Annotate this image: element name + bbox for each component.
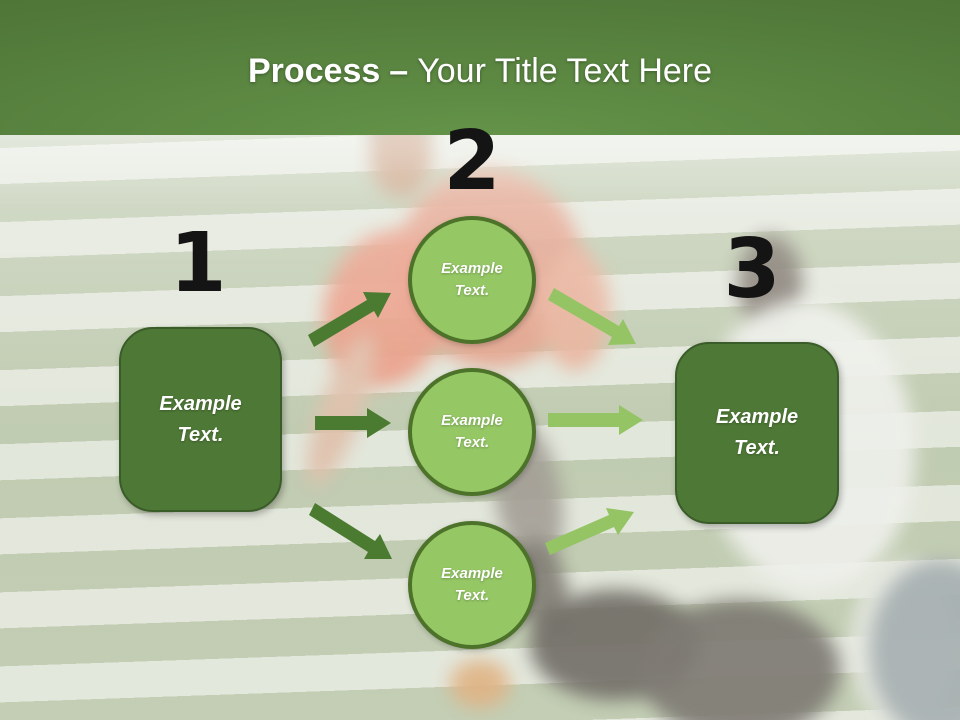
circle-middle-line2: Text. [454,434,490,451]
title-keyword: Process [247,52,381,90]
step1-label-line1: Example [159,392,242,415]
circle-top-line2: Text. [454,282,490,299]
step3-label-line2: Text. [734,437,780,459]
circle-bottom-line2: Text. [454,587,490,604]
step2-circle-bottom: Example Text. [408,521,536,649]
step3-box-label: Example Text. [716,402,798,464]
step1-box-label: Example Text. [159,389,241,451]
title-separator: – [389,52,409,90]
title-text: Your Title Text Here [417,52,713,90]
title-bar: Process – Your Title Text Here [0,0,960,135]
step-number-1: 1 [169,216,227,311]
circle-bottom-line1: Example [441,564,503,582]
circle-top-line1: Example [441,259,503,277]
circle-middle-line1: Example [441,411,503,429]
step2-circle-middle: Example Text. [408,368,536,496]
step1-box: Example Text. [119,327,282,512]
slide-title: Process – Your Title Text Here [0,52,960,91]
step-number-2: 2 [443,114,501,209]
step3-box: Example Text. [675,342,839,524]
step2-circle-top: Example Text. [408,216,536,344]
step3-label-line1: Example [715,406,799,428]
step2-circle-middle-label: Example Text. [441,410,503,455]
step-number-3: 3 [723,222,781,317]
step1-label-line2: Text. [177,423,224,446]
step2-circle-top-label: Example Text. [441,258,503,303]
step2-circle-bottom-label: Example Text. [441,563,503,608]
